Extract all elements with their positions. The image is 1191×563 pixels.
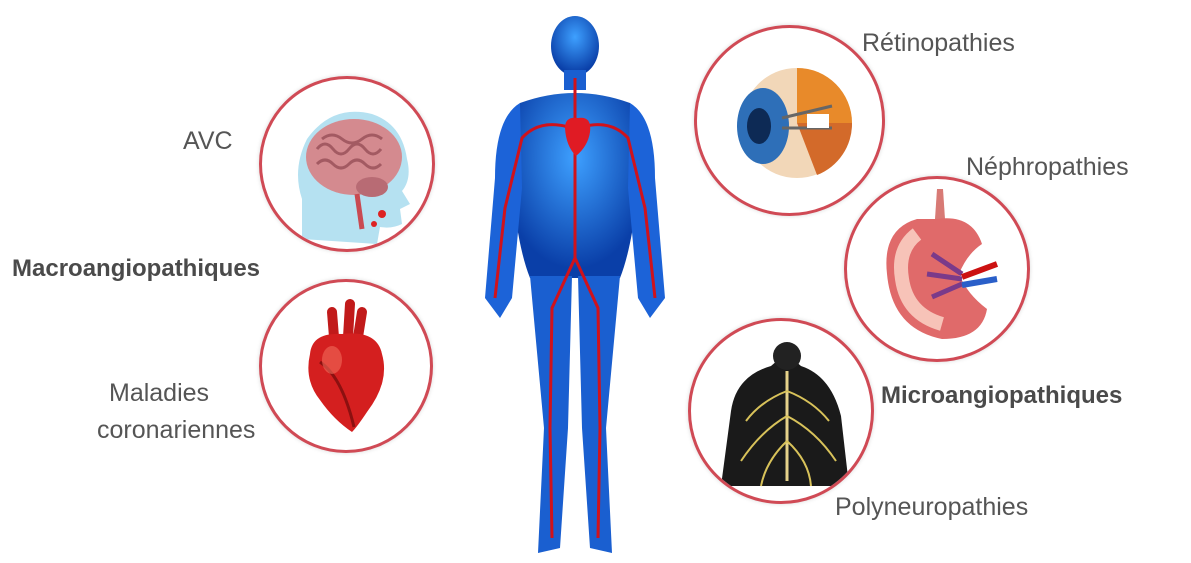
- label-microangiopathiques: Microangiopathiques: [881, 381, 1122, 411]
- nerves-back-icon: [691, 321, 871, 501]
- brain-head-icon: [262, 79, 432, 249]
- brain-circle: [259, 76, 435, 252]
- label-retinopathies: Rétinopathies: [862, 28, 1015, 58]
- label-nephropathies: Néphropathies: [966, 152, 1129, 182]
- label-macroangiopathiques: Macroangiopathiques: [12, 254, 260, 284]
- nerves-circle: [688, 318, 874, 504]
- kidney-circle: [844, 176, 1030, 362]
- heart-icon: [262, 282, 430, 450]
- kidney-icon: [847, 179, 1027, 359]
- label-avc: AVC: [183, 126, 233, 156]
- label-maladies: Maladies: [109, 378, 209, 408]
- human-body-icon: [460, 8, 690, 563]
- heart-circle: [259, 279, 433, 453]
- label-coronariennes: coronariennes: [97, 415, 255, 445]
